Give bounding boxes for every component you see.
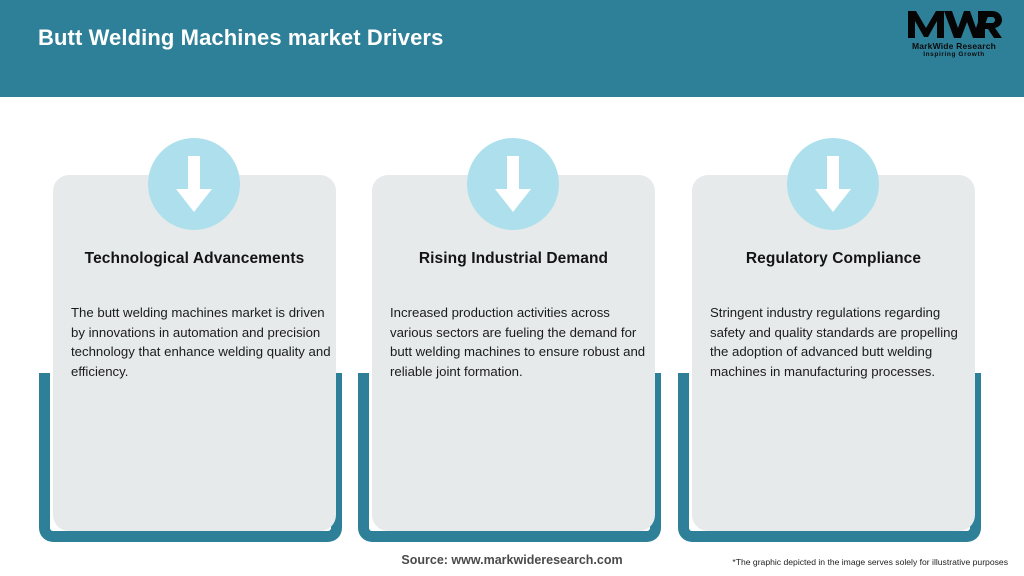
arrow-down-icon: [176, 156, 212, 212]
card-panel: Technological Advancements The butt weld…: [53, 175, 336, 531]
arrow-down-badge: [148, 138, 240, 230]
card-description: The butt welding machines market is driv…: [71, 305, 331, 379]
logo-company-name: MarkWide Research: [911, 41, 997, 51]
card-accent-frame: [39, 373, 342, 542]
arrow-down-badge: [467, 138, 559, 230]
arrow-down-icon: [815, 156, 851, 212]
brand-logo: MarkWide Research Inspiring Growth: [900, 8, 1008, 62]
header-bar: Butt Welding Machines market Drivers Mar…: [0, 0, 1024, 97]
card-title: Regulatory Compliance: [745, 250, 922, 267]
driver-card-1[interactable]: Technological Advancements The butt weld…: [39, 97, 353, 542]
drivers-card-row: Technological Advancements The butt weld…: [0, 97, 1024, 542]
driver-card-3[interactable]: Regulatory Compliance Stringent industry…: [678, 97, 992, 542]
disclaimer-note: *The graphic depicted in the image serve…: [732, 557, 1008, 567]
logo-tagline: Inspiring Growth: [923, 51, 985, 58]
card-description: Stringent industry regulations regarding…: [710, 305, 958, 379]
card-description: Increased production activities across v…: [390, 305, 646, 379]
source-label: Source: www.markwideresearch.com: [401, 553, 623, 567]
mwr-logo-icon: [908, 11, 1002, 38]
arrow-down-icon: [495, 156, 531, 212]
arrow-down-badge: [787, 138, 879, 230]
card-panel: Regulatory Compliance Stringent industry…: [692, 175, 975, 531]
card-accent-frame: [358, 373, 661, 542]
card-panel: Rising Industrial Demand Increased produ…: [372, 175, 655, 531]
card-title: Technological Advancements: [84, 250, 305, 267]
card-title: Rising Industrial Demand: [418, 250, 609, 267]
page-title: Butt Welding Machines market Drivers: [38, 25, 444, 50]
driver-card-2[interactable]: Rising Industrial Demand Increased produ…: [358, 97, 672, 542]
card-accent-frame: [678, 373, 981, 542]
